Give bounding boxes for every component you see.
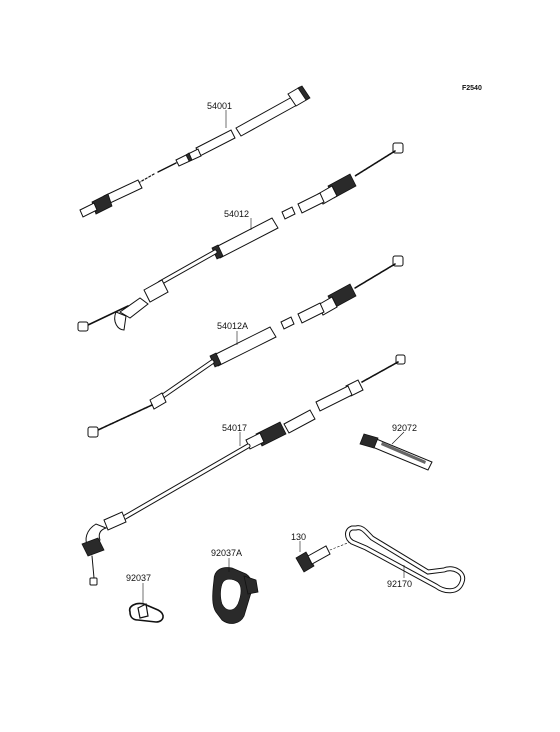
- label-54017: 54017: [222, 423, 247, 433]
- cable-54001[interactable]: [79, 85, 311, 218]
- part-92037-clip[interactable]: [128, 602, 164, 623]
- label-54012: 54012: [224, 209, 249, 219]
- label-54001: 54001: [207, 101, 232, 111]
- cable-54017[interactable]: [81, 354, 406, 586]
- label-92037: 92037: [126, 573, 151, 583]
- label-92037A: 92037A: [211, 548, 242, 558]
- cable-54012[interactable]: [77, 142, 404, 332]
- figure-code: F2540: [462, 85, 482, 92]
- cable-54012A[interactable]: [87, 255, 404, 438]
- label-130: 130: [291, 532, 306, 542]
- label-92072: 92072: [392, 423, 417, 433]
- part-92170-clamp[interactable]: [345, 525, 466, 594]
- part-92037A-holder[interactable]: [212, 567, 259, 624]
- part-92072-band[interactable]: [359, 433, 433, 471]
- label-92170: 92170: [387, 579, 412, 589]
- label-54012A: 54012A: [217, 321, 248, 331]
- leader-92072: [391, 431, 405, 445]
- part-130-bolt[interactable]: [295, 541, 351, 573]
